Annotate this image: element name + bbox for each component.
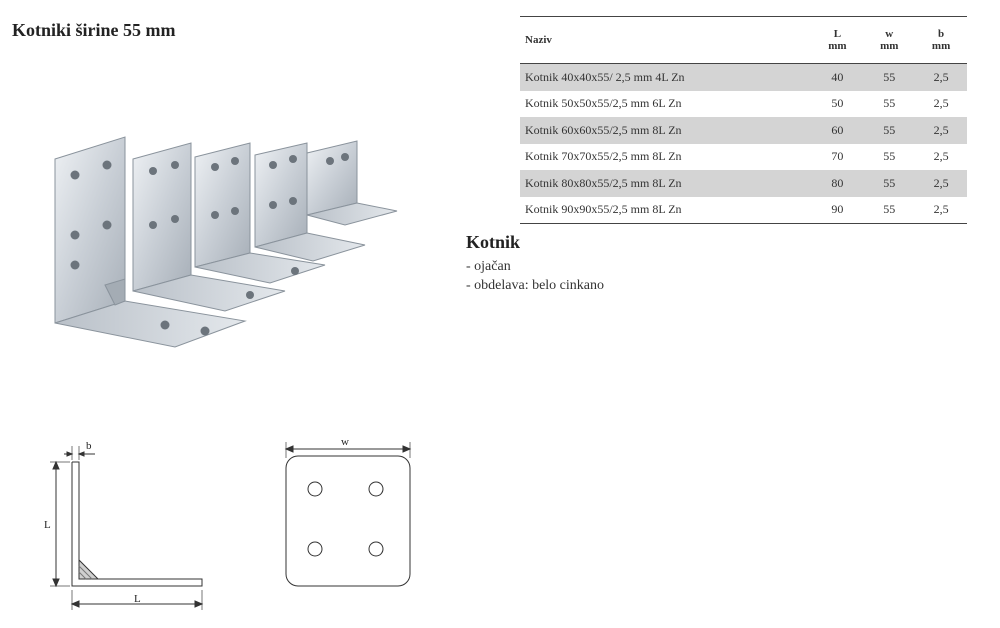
header-L: L mm — [811, 16, 864, 64]
plate-outline — [285, 455, 411, 587]
row-b: 2,5 — [933, 96, 949, 111]
table-row: Kotnik 50x50x55/2,5 mm 6L Zn 50 55 2,5 — [520, 91, 967, 118]
row-L: 40 — [811, 63, 864, 91]
header-b: b mm — [915, 16, 967, 64]
row-L: 80 — [811, 170, 864, 197]
w-dimension-label: w — [341, 436, 349, 448]
table-row: Kotnik 80x80x55/2,5 mm 8L Zn 80 55 2,5 — [520, 170, 967, 197]
header-L-label: L — [833, 28, 842, 40]
row-name: Kotnik 80x80x55/2,5 mm 8L Zn — [520, 170, 812, 197]
row-b: 2,5 — [915, 170, 967, 197]
row-name: Kotnik 60x60x55/2,5 mm 8L Zn — [520, 117, 812, 144]
row-name: Kotnik 40x40x55/ 2,5 mm 4L Zn — [520, 63, 812, 91]
bracket-back-4 — [254, 142, 366, 262]
hole — [368, 541, 384, 557]
table-row: Kotnik 90x90x55/2,5 mm 8L Zn 90 55 2,5 — [520, 196, 967, 224]
header-w: w mm — [863, 16, 916, 64]
page-title: Kotniki širine 55 mm — [12, 20, 176, 40]
row-name: Kotnik 70x70x55/2,5 mm 8L Zn — [525, 149, 682, 164]
row-b: 2,5 — [915, 63, 967, 91]
profile-drawing: b L L — [44, 440, 204, 610]
spec-table-header: Naziv L mm w mm b mm — [520, 16, 967, 64]
row-w: 55 — [863, 117, 916, 144]
L-horizontal-label: L — [134, 593, 141, 605]
row-w: 55 — [863, 170, 916, 197]
reinforcement-rib — [78, 558, 100, 580]
hole — [368, 481, 384, 497]
hole — [307, 541, 323, 557]
description-item: - ojačan — [466, 259, 511, 274]
header-b-unit: mm — [931, 40, 951, 52]
row-L: 60 — [811, 117, 864, 144]
row-b: 2,5 — [915, 117, 967, 144]
profile-outline — [71, 461, 203, 587]
bracket-back-2 — [132, 142, 286, 312]
row-w: 55 — [863, 196, 916, 224]
bracket-front — [54, 136, 247, 348]
product-photo — [54, 136, 398, 348]
row-L: 70 — [831, 149, 844, 164]
table-row: Kotnik 40x40x55/ 2,5 mm 4L Zn 40 55 2,5 — [520, 63, 967, 91]
hole — [307, 481, 323, 497]
row-w: 55 — [883, 149, 896, 164]
header-w-unit: mm — [880, 40, 899, 52]
description-title: Kotnik — [466, 232, 521, 252]
header-b-label: b — [938, 28, 945, 40]
description-item: - obdelava: belo cinkano — [466, 278, 605, 293]
front-drawing: w — [284, 436, 412, 587]
b-dimension-label: b — [86, 440, 92, 452]
row-name: Kotnik 50x50x55/2,5 mm 6L Zn — [525, 96, 682, 111]
row-w: 55 — [883, 96, 896, 111]
header-L-unit: mm — [828, 40, 847, 52]
row-L: 50 — [831, 96, 844, 111]
row-w: 55 — [863, 63, 916, 91]
table-row: Kotnik 60x60x55/2,5 mm 8L Zn 60 55 2,5 — [520, 117, 967, 144]
row-b: 2,5 — [933, 149, 949, 164]
table-row: Kotnik 70x70x55/2,5 mm 8L Zn 70 55 2,5 — [520, 144, 967, 171]
row-name: Kotnik 90x90x55/2,5 mm 8L Zn — [520, 196, 812, 224]
row-L: 90 — [811, 196, 864, 224]
row-b: 2,5 — [915, 196, 967, 224]
spec-table: Naziv L mm w mm b mm Kotnik 40x40x55/ 2,… — [520, 16, 967, 224]
bracket-group — [54, 136, 398, 348]
product-description: Kotnik - ojačan - obdelava: belo cinkano — [466, 232, 604, 295]
header-name: Naziv — [520, 16, 812, 64]
bracket-back-5 — [306, 140, 398, 226]
header-w-label: w — [885, 28, 894, 40]
L-vertical-label: L — [44, 519, 51, 531]
bracket-back-3 — [194, 142, 326, 284]
